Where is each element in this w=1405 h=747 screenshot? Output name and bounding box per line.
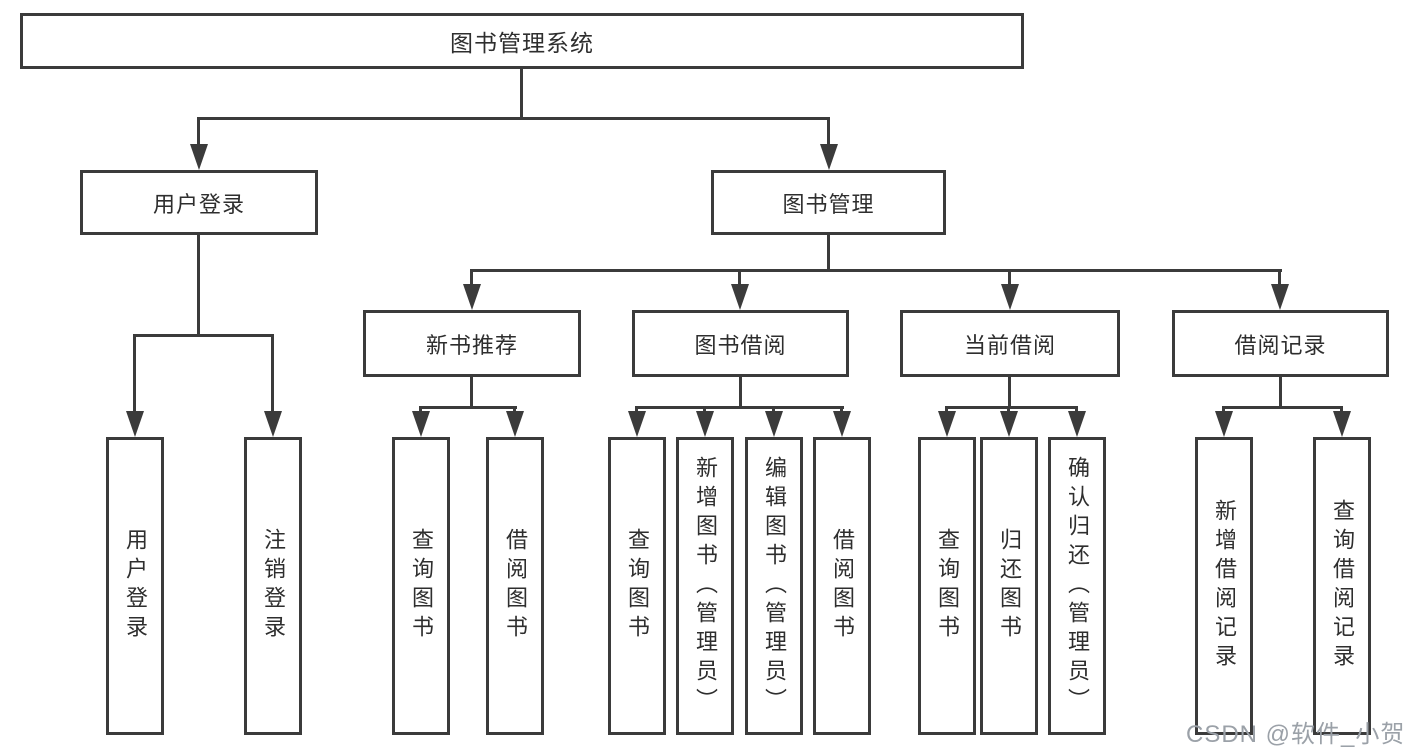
leaf-add-borrow-record: 新增借阅记录 [1195,437,1253,735]
connector-vline [133,334,136,413]
connector-arrowhead [628,411,646,437]
connector-vline [1279,377,1282,409]
node-user-login: 用户登录 [80,170,318,235]
connector-hline [1222,406,1343,409]
connector-vline [703,406,706,414]
connector-vline [827,117,830,146]
connector-vline [772,406,775,414]
connector-vline [827,235,830,272]
connector-vline [635,406,638,414]
connector-arrowhead [833,411,851,437]
connector-arrowhead [1001,284,1019,310]
leaf-query-borrow-record: 查询借阅记录 [1313,437,1371,735]
connector-vline [739,377,742,409]
connector-hline [197,117,830,120]
leaf-borrow-books-recommend: 借阅图书 [486,437,544,735]
connector-vline [840,406,843,414]
connector-arrowhead [463,284,481,310]
connector-arrowhead [820,144,838,170]
connector-arrowhead [696,411,714,437]
connector-arrowhead [765,411,783,437]
node-current-borrow: 当前借阅 [900,310,1120,377]
connector-vline [197,235,200,336]
connector-arrowhead [126,411,144,437]
connector-arrowhead [1000,411,1018,437]
leaf-query-books-borrow: 查询图书 [608,437,666,735]
connector-vline [1075,406,1078,414]
leaf-edit-book-admin: 编辑图书（管理员） [745,437,803,735]
connector-vline [1008,269,1011,286]
connector-vline [470,377,473,409]
leaf-query-books-current: 查询图书 [918,437,976,735]
csdn-watermark: CSDN @软件_小贺同学 [1186,721,1405,747]
connector-vline [513,406,516,414]
connector-vline [1340,406,1343,414]
leaf-return-book: 归还图书 [980,437,1038,735]
connector-hline [635,406,844,409]
node-book-borrow: 图书借阅 [632,310,849,377]
connector-arrowhead [938,411,956,437]
connector-vline [271,334,274,413]
connector-vline [738,269,741,286]
leaf-borrow-books: 借阅图书 [813,437,871,735]
connector-arrowhead [1215,411,1233,437]
connector-vline [520,69,523,120]
connector-vline [419,406,422,414]
connector-vline [1278,269,1281,286]
node-new-book-recommend: 新书推荐 [363,310,581,377]
connector-vline [197,117,200,146]
leaf-query-books-recommend: 查询图书 [392,437,450,735]
connector-hline [419,406,517,409]
node-book-management: 图书管理 [711,170,946,235]
connector-vline [945,406,948,414]
connector-arrowhead [1068,411,1086,437]
connector-hline [133,334,274,337]
connector-vline [1007,406,1010,414]
connector-vline [1008,377,1011,409]
connector-hline [470,269,1282,272]
connector-arrowhead [731,284,749,310]
leaf-logout: 注销登录 [244,437,302,735]
connector-arrowhead [1333,411,1351,437]
leaf-user-login: 用户登录 [106,437,164,735]
connector-vline [1222,406,1225,414]
connector-hline [945,406,1078,409]
connector-arrowhead [412,411,430,437]
node-borrow-records: 借阅记录 [1172,310,1389,377]
connector-arrowhead [506,411,524,437]
leaf-add-book-admin: 新增图书（管理员） [676,437,734,735]
node-root-system: 图书管理系统 [20,13,1024,69]
connector-arrowhead [1271,284,1289,310]
connector-vline [470,269,473,286]
connector-arrowhead [264,411,282,437]
leaf-confirm-return-admin: 确认归还（管理员） [1048,437,1106,735]
connector-arrowhead [190,144,208,170]
